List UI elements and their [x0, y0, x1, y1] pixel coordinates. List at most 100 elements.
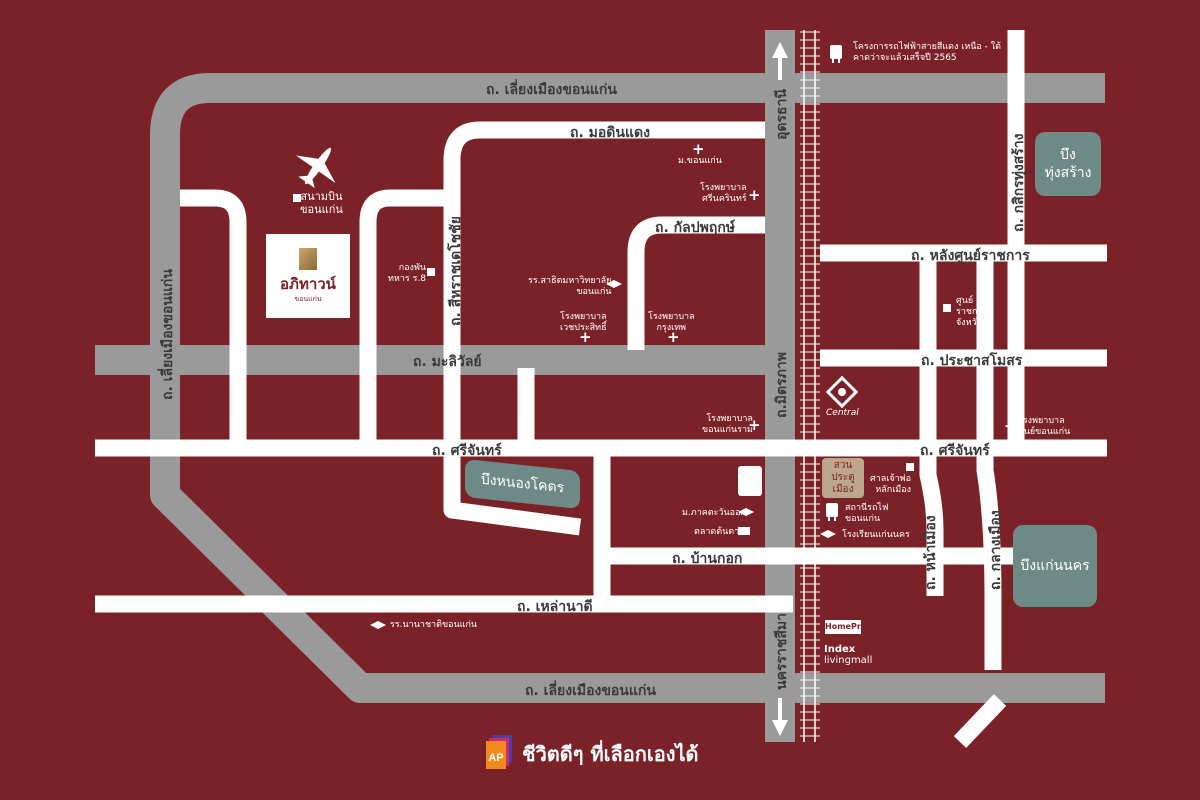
project-logo-icon: [299, 248, 317, 270]
lieng-mueang-bypass-road: [150, 73, 1105, 703]
poi-srinagarind: โรงพยาบาล ศรีนครินทร์: [700, 183, 747, 205]
poi-khonkaen-hosp-line-2: ศูนย์ขอนแก่น: [1018, 427, 1071, 437]
road-label-lieng-mueang-bottom: ถ. เลี่ยงเมืองขอนแก่น: [525, 683, 656, 699]
poi-index-living: Index livingmall: [824, 644, 872, 666]
mittraphap-highway: [765, 30, 795, 742]
road-label-nakhon-ratchasima: นครราชสีมา: [774, 613, 790, 690]
shrine-marker: [906, 463, 914, 471]
train-icon: [830, 45, 842, 63]
khonkaen-ram-plus-icon: +: [748, 416, 761, 434]
kku-plus-icon: +: [692, 140, 705, 158]
road-label-maliwan: ถ. มะลิวัลย์: [413, 354, 482, 370]
lake-thung-sang-line-1: บึง: [1060, 147, 1076, 163]
project-name: อภิทาวน์: [280, 275, 336, 293]
road-label-kanlapaphruek: ถ. กัลปพฤกษ์: [655, 220, 736, 236]
lake-thung-sang-line-2: ทุ่งสร้าง: [1044, 165, 1092, 181]
mittaphap-kkk-road: [443, 121, 765, 536]
klang-mueang-road: [976, 253, 1002, 670]
poi-city-center-line-3: จังหวัด: [956, 318, 983, 328]
store-logo-icon: [738, 466, 762, 496]
wetchapasit-plus-icon: +: [579, 328, 592, 346]
lake-kaen-nakhon: บึงแก่นนคร: [1013, 525, 1097, 607]
army-marker: [427, 268, 435, 276]
poi-train-station: สถานีรถไฟ ขอนแก่น: [845, 503, 888, 525]
poi-central: Central: [826, 408, 859, 418]
poi-army-line-1: กองพัน: [398, 263, 427, 273]
poi-homepro: HomePro: [825, 620, 866, 634]
poi-kaen-nakhon-school: โรงเรียนแก่นนคร: [842, 530, 910, 540]
poi-index-living-line-1: Index: [824, 644, 856, 655]
poi-airport: สนามบิน ขอนแก่น: [300, 190, 343, 216]
poi-stamford-line-1: รร.สาธิตมหาวิทยาลัย: [528, 276, 612, 286]
road-label-prachasamosorn: ถ. ประชาสโมสร: [921, 353, 1023, 369]
poi-kku: ม.ขอนแก่น: [678, 156, 722, 166]
south-arrow-icon: [772, 698, 788, 736]
kanlapaphruek-road: [627, 216, 765, 350]
airplane-icon: [296, 147, 336, 189]
park-pratu-mueang-line-1: สวน: [833, 460, 853, 471]
road-label-sri-chan-left: ถ. ศรีจันทร์: [432, 443, 502, 459]
road-label-lang-sun-ratchakan: ถ. หลังศูนย์ราชการ: [911, 248, 1030, 264]
khonkaen-hosp-plus-icon: +: [1004, 417, 1017, 435]
na-mueang-road: [919, 253, 944, 596]
train-station-icon: [826, 503, 838, 521]
airport-marker: [293, 194, 301, 202]
poi-khonkaen-ram: โรงพยาบาล ขอนแก่นราม: [702, 414, 753, 436]
poi-airport-line-1: สนามบิน: [300, 190, 343, 203]
poi-city-center-line-1: ศูนย์: [956, 296, 974, 306]
poi-wetchapasit-line-1: โรงพยาบาล: [560, 312, 607, 322]
poi-khonkaen-hosp-line-1: โรงพยาบาล: [1018, 416, 1065, 426]
poi-index-living-line-2: livingmall: [824, 655, 873, 666]
poi-rail-project-line-1: โครงการรถไฟฟ้าสายสีแดง เหนือ - ใต้: [853, 42, 1002, 52]
srinagarind-plus-icon: +: [748, 186, 761, 204]
poi-stamford-line-2: ขอนแก่น: [576, 287, 612, 297]
road-label-klang-mueang: ถ. กลางเมือง: [988, 510, 1004, 590]
road-label-kasikorn-thung-sang: ถ. กสิกรทุ่งสร้าง: [1011, 133, 1027, 232]
poi-rail-project: โครงการรถไฟฟ้าสายสีแดง เหนือ - ใต้ คาดว่…: [853, 42, 1001, 64]
road-label-lieng-mueang-left: ถ. เลี่ยงเมืองขอนแก่น: [160, 269, 176, 400]
airport-road-east: [359, 189, 445, 440]
poi-khonkaen-ram-line-1: โรงพยาบาล: [706, 414, 753, 424]
railway-track: [800, 30, 820, 742]
park-pratu-mueang-line-3: เมือง: [832, 484, 854, 495]
poi-shrine-line-1: ศาลเจ้าพ่อ: [870, 474, 912, 484]
poi-ton-tan: ตลาดต้นตาล: [694, 527, 745, 537]
poi-northeastern-univ: ม.ภาคตะวันออก: [682, 508, 746, 518]
poi-city-center-line-2: ราชการ: [956, 307, 988, 317]
poi-wetchapasit: โรงพยาบาล เวชประสิทธิ์: [560, 312, 607, 334]
project-sub: ขอนแก่น: [294, 295, 322, 303]
ap-logo-icon: AP: [486, 735, 512, 769]
market-icon: [738, 527, 750, 535]
poi-army: กองพัน ทหาร ร.8: [388, 263, 426, 285]
central-logo-icon: [825, 375, 859, 409]
poi-bangkok-hosp: โรงพยาบาล กรุงเทพ: [648, 312, 695, 334]
poi-airport-line-2: ขอนแก่น: [300, 203, 343, 216]
poi-khonkaen-hosp: โรงพยาบาล ศูนย์ขอนแก่น: [1018, 416, 1070, 438]
road-label-sri-chan-right: ถ. ศรีจันทร์: [920, 443, 990, 459]
road-label-na-mueang: ถ. หน้าเมือง: [923, 515, 939, 590]
ap-logo-text: AP: [488, 752, 503, 764]
road-label-mittraphap: ถ.มิตรภาพ: [774, 352, 790, 418]
lake-thung-sang: บึง ทุ่งสร้าง: [1035, 132, 1101, 196]
poi-shrine-line-2: หลักเมือง: [875, 485, 912, 495]
park-pratu-mueang-line-2: ประตู: [831, 472, 855, 483]
poi-rail-project-line-2: คาดว่าจะแล้วเสร็จปี 2565: [853, 53, 957, 63]
poi-train-station-line-2: ขอนแก่น: [845, 514, 881, 524]
poi-international-school: รร.นานาชาติขอนแก่น: [390, 620, 478, 630]
road-label-mittaphap-kkk: ถ. มอดินแดง: [570, 125, 650, 141]
poi-bangkok-hosp-line-2: กรุงเทพ: [656, 323, 687, 333]
road-label-udon-thani: อุดรธานี: [774, 89, 790, 140]
poi-train-station-line-1: สถานีรถไฟ: [845, 503, 889, 513]
park-pratu-mueang: สวน ประตู เมือง: [822, 458, 864, 498]
poi-wetchapasit-line-2: เวชประสิทธิ์: [560, 323, 607, 333]
poi-army-line-2: ทหาร ร.8: [388, 274, 427, 284]
brand-tagline: ชีวิตดีๆ ที่เลือกเองได้: [522, 742, 699, 766]
project-marker: อภิทาวน์ ขอนแก่น: [266, 234, 350, 318]
road-label-sriharat: ถ. สีหราชเดโชชัย: [448, 216, 464, 326]
road-label-lao-na-di: ถ. เหล่านาดี: [517, 599, 593, 615]
city-center-marker: [943, 304, 951, 312]
road-label-ban-kok: ถ. บ้านกอก: [672, 551, 743, 567]
poi-stamford: รร.สาธิตมหาวิทยาลัย ขอนแก่น: [528, 276, 611, 298]
poi-bangkok-hosp-line-1: โรงพยาบาล: [648, 312, 695, 322]
